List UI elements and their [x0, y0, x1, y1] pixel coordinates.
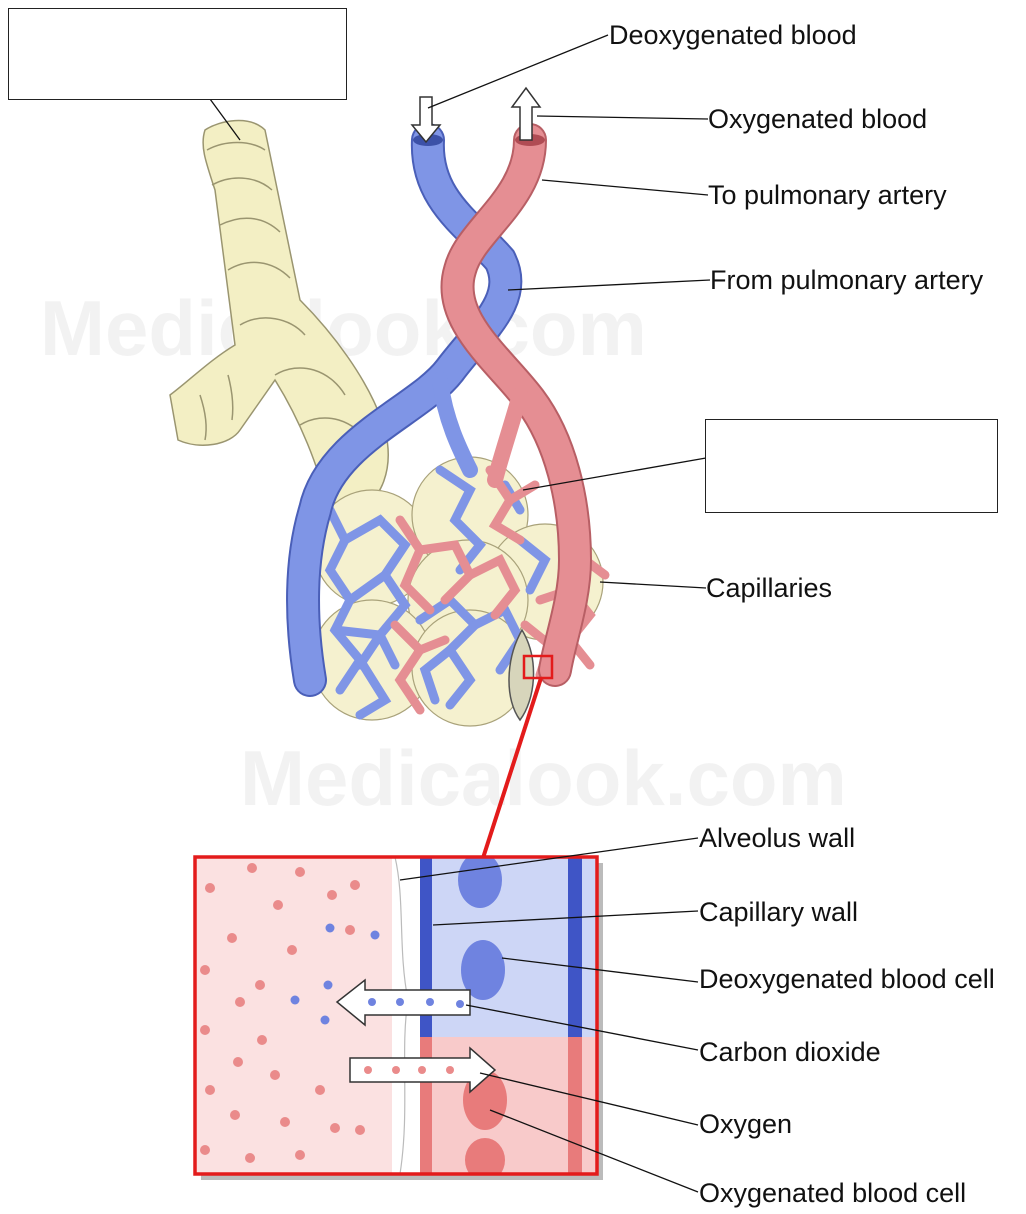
blank-label-box-bronchiole[interactable]	[8, 8, 347, 100]
label-oxygen: Oxygen	[699, 1109, 792, 1140]
watermark-text: Medicalook.com	[240, 734, 847, 822]
label-oxygenated-blood: Oxygenated blood	[708, 104, 927, 135]
label-deoxygenated-blood-cell: Deoxygenated blood cell	[699, 964, 995, 995]
label-from-pulmonary-artery: From pulmonary artery	[710, 265, 983, 296]
label-to-pulmonary-artery: To pulmonary artery	[708, 180, 947, 211]
label-oxygenated-blood-cell: Oxygenated blood cell	[699, 1178, 966, 1209]
label-carbon-dioxide: Carbon dioxide	[699, 1037, 881, 1068]
inset-magnified-view	[195, 852, 597, 1182]
label-alveolus-wall: Alveolus wall	[699, 823, 855, 854]
label-capillaries: Capillaries	[706, 573, 832, 604]
label-capillary-wall: Capillary wall	[699, 897, 858, 928]
label-deoxygenated-blood: Deoxygenated blood	[609, 20, 857, 51]
blank-label-box-alveoli[interactable]	[705, 419, 998, 513]
